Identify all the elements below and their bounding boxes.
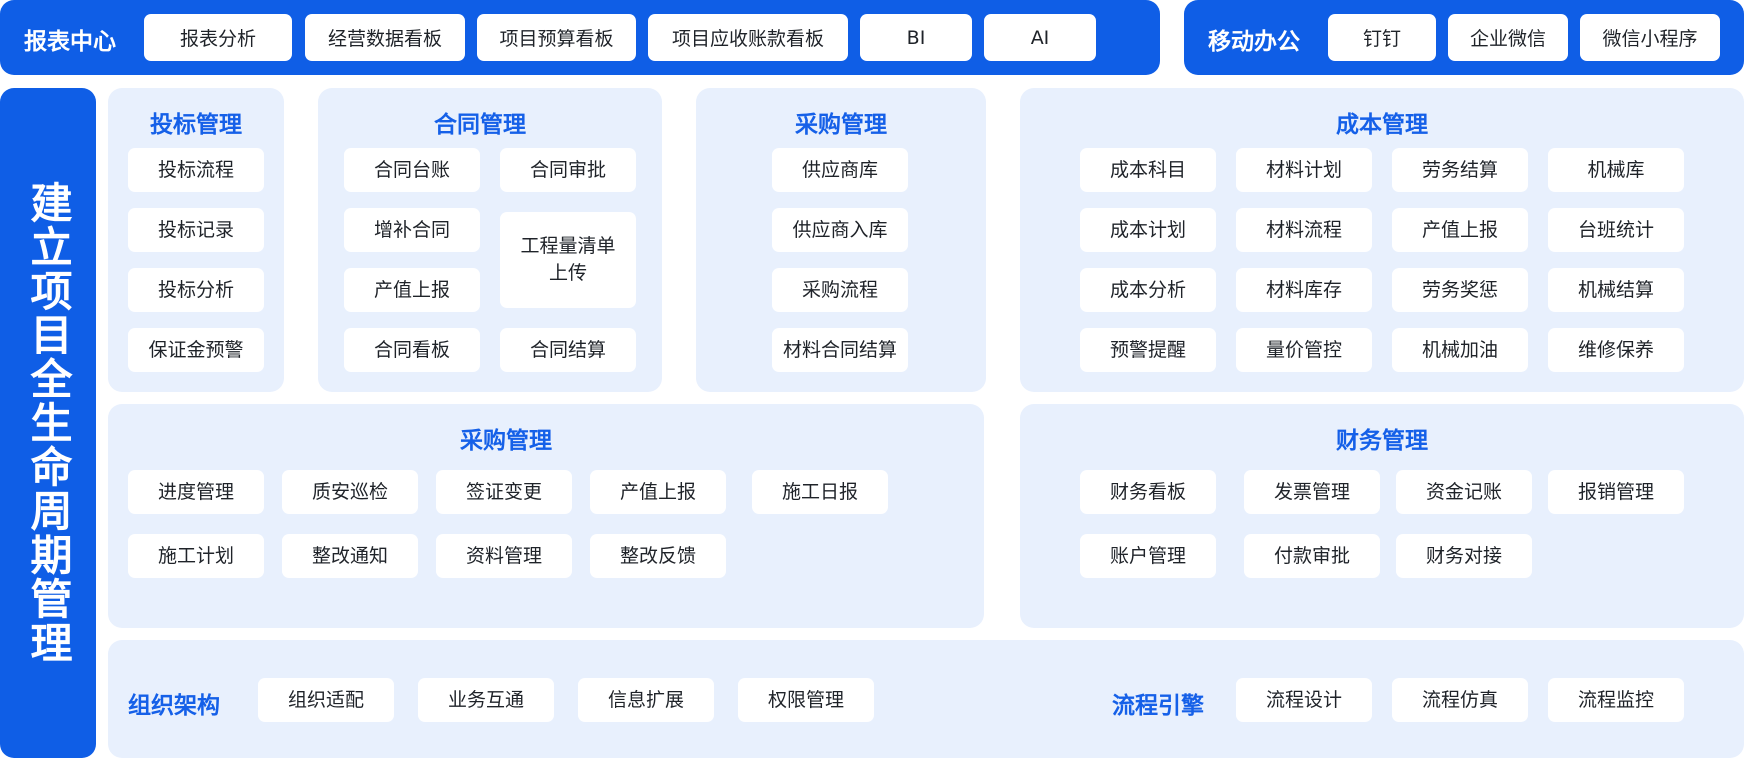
mobile-office-title: 移动办公	[1208, 29, 1300, 55]
workflow-item[interactable]: 流程监控	[1548, 678, 1684, 722]
report-analysis-button[interactable]: 报表分析	[144, 14, 292, 61]
wecom-button[interactable]: 企业微信	[1448, 14, 1568, 61]
org-item[interactable]: 权限管理	[738, 678, 874, 722]
construction-item[interactable]: 产值上报	[590, 470, 726, 514]
cost-item[interactable]: 产值上报	[1392, 208, 1528, 252]
contract-item-supplement[interactable]: 增补合同	[344, 208, 480, 252]
construction-item[interactable]: 质安巡检	[282, 470, 418, 514]
workflow-item[interactable]: 流程仿真	[1392, 678, 1528, 722]
cost-item[interactable]: 机械加油	[1392, 328, 1528, 372]
contract-item-settlement[interactable]: 合同结算	[500, 328, 636, 372]
org-item[interactable]: 信息扩展	[578, 678, 714, 722]
cost-item[interactable]: 量价管控	[1236, 328, 1372, 372]
finance-item[interactable]: 报销管理	[1548, 470, 1684, 514]
workflow-title: 流程引擎	[1112, 693, 1204, 719]
org-title: 组织架构	[128, 693, 220, 719]
report-center-title: 报表中心	[24, 29, 116, 55]
construction-item[interactable]: 施工计划	[128, 534, 264, 578]
finance-item[interactable]: 发票管理	[1244, 470, 1380, 514]
cost-item[interactable]: 机械结算	[1548, 268, 1684, 312]
finance-panel	[1020, 404, 1744, 628]
bidding-item-records[interactable]: 投标记录	[128, 208, 264, 252]
finance-title: 财务管理	[1336, 428, 1428, 454]
construction-item[interactable]: 资料管理	[436, 534, 572, 578]
cost-item[interactable]: 材料库存	[1236, 268, 1372, 312]
procurement-title: 采购管理	[795, 112, 887, 138]
contract-item-bill-upload[interactable]: 工程量清单上传	[500, 212, 636, 308]
cost-item[interactable]: 成本计划	[1080, 208, 1216, 252]
ai-button[interactable]: AI	[984, 14, 1096, 61]
procurement-item-supplier-library[interactable]: 供应商库	[772, 148, 908, 192]
contract-item-ledger[interactable]: 合同台账	[344, 148, 480, 192]
cost-item[interactable]: 机械库	[1548, 148, 1684, 192]
workflow-item[interactable]: 流程设计	[1236, 678, 1372, 722]
construction-item[interactable]: 整改通知	[282, 534, 418, 578]
finance-item[interactable]: 财务对接	[1396, 534, 1532, 578]
budget-dashboard-button[interactable]: 项目预算看板	[477, 14, 636, 61]
construction-panel	[108, 404, 984, 628]
procurement-item-process[interactable]: 采购流程	[772, 268, 908, 312]
cost-item[interactable]: 台班统计	[1548, 208, 1684, 252]
construction-item[interactable]: 整改反馈	[590, 534, 726, 578]
lifecycle-title: 建立项目全生命周期管理	[24, 181, 73, 665]
bidding-title: 投标管理	[150, 112, 242, 138]
cost-title: 成本管理	[1336, 112, 1428, 138]
cost-item[interactable]: 维修保养	[1548, 328, 1684, 372]
procurement-item-material-settlement[interactable]: 材料合同结算	[772, 328, 908, 372]
finance-item[interactable]: 付款审批	[1244, 534, 1380, 578]
org-item[interactable]: 组织适配	[258, 678, 394, 722]
bidding-item-analysis[interactable]: 投标分析	[128, 268, 264, 312]
construction-title: 采购管理	[460, 428, 552, 454]
finance-item[interactable]: 账户管理	[1080, 534, 1216, 578]
cost-item[interactable]: 劳务奖惩	[1392, 268, 1528, 312]
lifecycle-side-panel: 建立项目全生命周期管理	[0, 88, 96, 758]
receivables-dashboard-button[interactable]: 项目应收账款看板	[648, 14, 848, 61]
finance-item[interactable]: 资金记账	[1396, 470, 1532, 514]
contract-item-output-report[interactable]: 产值上报	[344, 268, 480, 312]
cost-item[interactable]: 预警提醒	[1080, 328, 1216, 372]
dingtalk-button[interactable]: 钉钉	[1328, 14, 1436, 61]
mini-program-button[interactable]: 微信小程序	[1580, 14, 1720, 61]
business-dashboard-button[interactable]: 经营数据看板	[305, 14, 465, 61]
cost-item[interactable]: 成本科目	[1080, 148, 1216, 192]
cost-item[interactable]: 材料流程	[1236, 208, 1372, 252]
procurement-item-supplier-onboarding[interactable]: 供应商入库	[772, 208, 908, 252]
contract-item-dashboard[interactable]: 合同看板	[344, 328, 480, 372]
bidding-item-process[interactable]: 投标流程	[128, 148, 264, 192]
contract-item-approval[interactable]: 合同审批	[500, 148, 636, 192]
cost-item[interactable]: 成本分析	[1080, 268, 1216, 312]
bidding-item-deposit-alert[interactable]: 保证金预警	[128, 328, 264, 372]
bi-button[interactable]: BI	[860, 14, 972, 61]
construction-item[interactable]: 签证变更	[436, 470, 572, 514]
org-item[interactable]: 业务互通	[418, 678, 554, 722]
cost-item[interactable]: 劳务结算	[1392, 148, 1528, 192]
contract-title: 合同管理	[434, 112, 526, 138]
construction-item[interactable]: 进度管理	[128, 470, 264, 514]
finance-item[interactable]: 财务看板	[1080, 470, 1216, 514]
construction-item[interactable]: 施工日报	[752, 470, 888, 514]
cost-item[interactable]: 材料计划	[1236, 148, 1372, 192]
